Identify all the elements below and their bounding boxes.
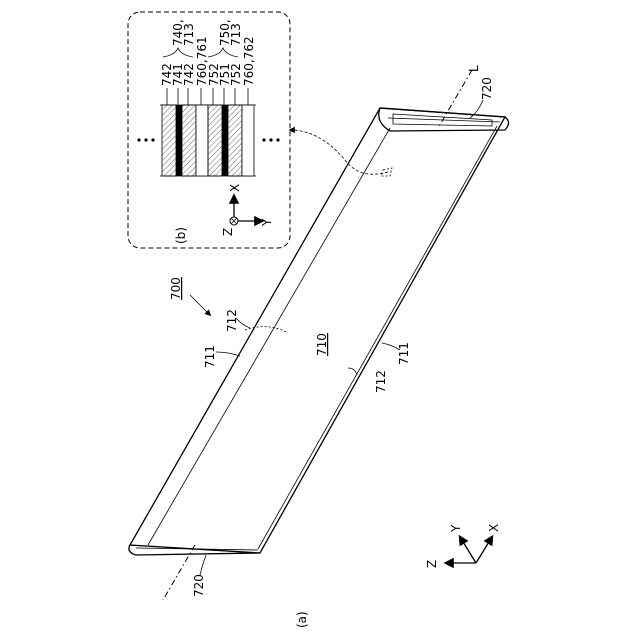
axis-line-L-lower [163, 545, 195, 600]
label-panel-a: (a) [295, 611, 309, 628]
inset-layer-label: 742 [182, 63, 196, 86]
leader-711-left [216, 352, 240, 356]
label-712-bottom: 712 [374, 370, 388, 393]
layer-742-a [162, 105, 176, 176]
inset-label-ticks [167, 88, 248, 105]
label-712-top: 712 [225, 309, 239, 332]
brace-750 [208, 48, 238, 57]
strip-inner-edge [148, 128, 390, 545]
label-711-left: 711 [203, 345, 217, 368]
axes-b [230, 196, 262, 225]
inset-layer-label: 752 [229, 63, 243, 86]
inset-group-label: 713 [182, 23, 196, 46]
axis-b-y: Y [260, 218, 274, 227]
axis-a-z: Z [425, 560, 439, 568]
leader-712-bottom [348, 368, 357, 375]
label-L: L [467, 65, 481, 72]
axis-b-x: X [228, 184, 242, 192]
label-700: 700 [169, 277, 183, 300]
axis-a-x: X [487, 524, 501, 532]
label-panel-b: (b) [174, 227, 188, 244]
label-710: 710 [315, 333, 329, 356]
axis-b-z: Z [221, 228, 235, 236]
inset-layer-label: 760,762 [242, 36, 256, 86]
axes-a [446, 537, 492, 563]
layer-742-b [182, 105, 196, 176]
layer-762 [242, 105, 254, 176]
layer-752-a [208, 105, 222, 176]
layer-stack [160, 105, 256, 176]
strip-inner-edge-2 [258, 126, 497, 549]
layer-752-b [228, 105, 242, 176]
layer-751 [222, 105, 228, 176]
label-720-top: 720 [480, 77, 494, 100]
leader-inset [290, 130, 388, 174]
axis-line-L [438, 70, 472, 128]
leader-700 [190, 295, 210, 315]
brace-740 [163, 48, 193, 57]
inset-group-label: 713 [229, 23, 243, 46]
layer-761 [196, 105, 208, 176]
label-720-bottom: 720 [192, 574, 206, 597]
inset-b [128, 12, 290, 248]
layer-741 [176, 105, 182, 176]
label-711-right: 711 [397, 342, 411, 365]
leader-720-bottom [200, 555, 206, 575]
axis-a-y: Y [449, 524, 463, 533]
